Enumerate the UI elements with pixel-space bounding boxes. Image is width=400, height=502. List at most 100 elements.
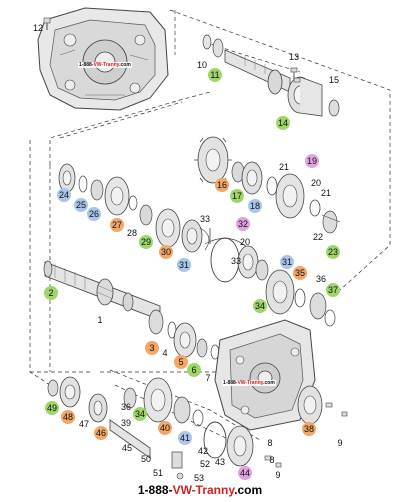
callout-number: 40 [160,423,170,433]
callout-number: 38 [304,424,314,434]
callout-14: 14 [276,116,290,130]
footer-brand: VW-Tranny [172,483,235,497]
callout-number: 47 [79,419,89,429]
callout-3: 3 [145,341,159,355]
callout-badge [238,466,252,480]
callout-number: 28 [127,228,137,238]
callout-number: 15 [329,75,339,85]
callout-badge [230,189,244,203]
callout-number: 53 [194,473,204,483]
callout-41: 41 [178,431,192,445]
callout-number: 37 [328,285,338,295]
callout-19: 19 [305,154,319,168]
callout-number: 30 [161,247,171,257]
callout-number: 9 [275,470,280,480]
callout-number: 34 [135,409,145,419]
callout-43: 43 [215,457,225,467]
callout-53: 53 [194,473,204,483]
callout-44: 44 [238,466,252,480]
callout-badge [139,235,153,249]
callout-number: 5 [178,357,183,367]
callout-number: 4 [162,348,167,358]
callout-36b: 36 [121,402,131,412]
callout-number: 20 [240,237,250,247]
callout-18: 18 [248,199,262,213]
footer-contact: 1-888-VW-Tranny.com [0,483,400,497]
callout-22: 22 [313,232,323,242]
callout-badge [326,283,340,297]
callout-number: 8 [269,455,274,465]
callout-51: 51 [153,468,163,478]
callout-32: 32 [236,217,250,231]
callout-23: 23 [326,245,340,259]
callout-37: 37 [326,283,340,297]
callout-8b: 8 [269,455,274,465]
gears-bottom-left [47,376,348,480]
callout-number: 36 [121,402,131,412]
callout-number: 31 [282,257,292,267]
callout-number: 21 [321,188,331,198]
callout-badge [280,255,294,269]
callout-number: 46 [96,428,106,438]
callout-50: 50 [141,454,151,464]
callout-number: 22 [313,232,323,242]
callout-33a: 33 [200,214,210,224]
callout-number: 44 [240,468,250,478]
callout-number: 12 [33,23,43,33]
callout-number: 2 [48,288,53,298]
callout-badge [302,422,316,436]
callout-9a: 9 [337,438,342,448]
gear-cluster-16-23 [194,136,341,234]
callout-25: 25 [74,198,88,212]
gearbox-housing-top [37,7,169,111]
callout-badge [57,188,71,202]
callout-badge [293,266,307,280]
callout-34b: 34 [133,407,147,421]
bolt-12 [43,17,51,30]
callout-number: 24 [59,190,69,200]
callout-20b: 20 [240,237,250,247]
callout-46: 46 [94,426,108,440]
callout-number: 29 [141,237,151,247]
callout-badge [158,421,172,435]
callout-5: 5 [174,355,188,369]
callout-24: 24 [57,188,71,202]
callout-number: 33 [200,214,210,224]
callout-39: 39 [121,418,131,428]
watermark-brand: VW-Tranny [93,62,120,68]
callout-number: 27 [112,220,122,230]
callout-9b: 9 [275,470,280,480]
callout-badge [253,299,267,313]
callout-badge [305,154,319,168]
callout-2: 2 [44,286,58,300]
callout-badge [248,199,262,213]
callout-number: 21 [279,162,289,172]
callout-number: 49 [47,403,57,413]
callout-number: 48 [63,412,73,422]
callout-number: 14 [278,118,288,128]
gearbox-housing-bottom [214,319,316,431]
footer-suffix: .com [234,483,263,497]
callout-badge [87,207,101,221]
callout-badge [208,68,222,82]
callout-number: 3 [149,343,154,353]
callout-31b: 31 [280,255,294,269]
callout-52: 52 [200,459,210,469]
callout-30: 30 [159,245,173,259]
callout-badge [215,178,229,192]
gears-24-33 [58,163,259,283]
callout-badge [177,258,191,272]
input-shaft-1 [43,260,161,321]
callout-number: 33 [231,256,241,266]
callout-number: 11 [210,70,219,80]
callout-badge [236,217,250,231]
callout-21a: 21 [279,162,289,172]
callout-number: 13 [289,52,299,62]
callout-number: 10 [197,60,207,70]
callout-number: 50 [141,454,151,464]
callout-number: 31 [179,260,189,270]
callout-number: 52 [200,459,210,469]
callout-12: 12 [33,23,43,33]
callout-20a: 20 [311,178,321,188]
